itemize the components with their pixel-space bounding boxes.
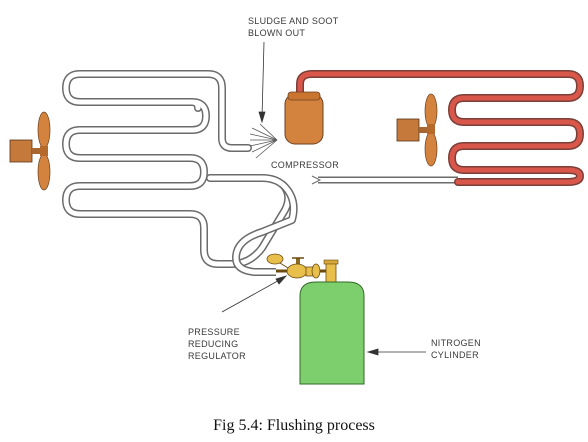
nitrogen-cylinder <box>299 281 365 385</box>
evaporator-return-line <box>232 180 298 276</box>
regulator-label-line2: REDUCING <box>188 339 238 349</box>
figure-caption: Fig 5.4: Flushing process <box>213 417 375 434</box>
suction-line <box>311 175 458 185</box>
regulator-label-line3: REGULATOR <box>188 351 246 361</box>
nitrogen-label-line1: NITROGEN <box>431 338 481 348</box>
sludge-label-line1: SLUDGE AND SOOT <box>248 16 339 26</box>
regulator-label-line1: PRESSURE <box>188 327 240 337</box>
evaporator-fan <box>9 111 51 191</box>
condenser-fan <box>396 93 438 167</box>
fan-motor <box>9 139 33 163</box>
compressor-label: COMPRESSOR <box>271 160 339 170</box>
nitrogen-label-line2: CYLINDER <box>431 350 479 360</box>
fan-motor <box>396 118 420 142</box>
pressure-regulator <box>266 253 339 285</box>
evaporator-coil <box>62 70 293 268</box>
label-pointers <box>221 41 426 356</box>
sludge-spray <box>249 123 278 159</box>
sludge-label-line2: BLOWN OUT <box>248 28 305 38</box>
compressor <box>284 91 324 145</box>
condenser-coil <box>296 70 584 186</box>
